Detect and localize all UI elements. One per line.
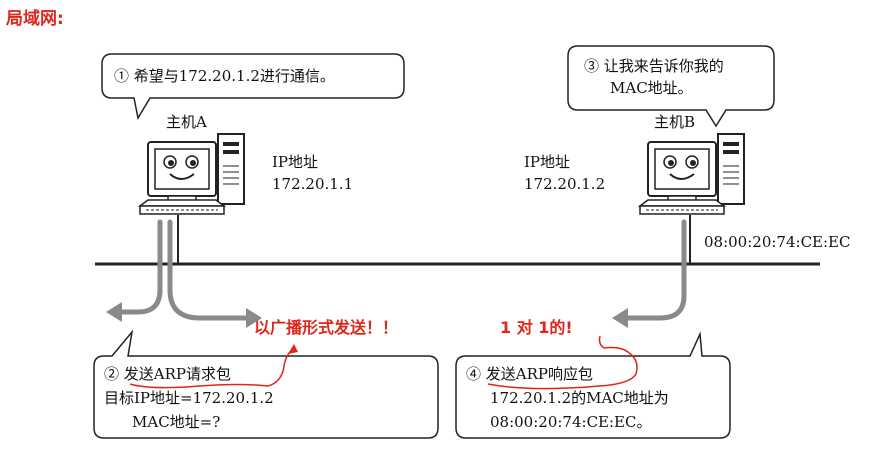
broadcast-arrow-left-head: [106, 302, 122, 322]
computer-a-icon: [137, 133, 245, 215]
broadcast-pointer-head: [288, 344, 298, 354]
bubble-step4-line1: ④ 发送ARP响应包: [466, 365, 593, 383]
host-a-ip-label: IP地址: [272, 153, 319, 171]
unicast-underline: [487, 346, 638, 390]
bubble-step4-line2: 172.20.1.2的MAC地址为: [490, 389, 669, 407]
unicast-arrow: [625, 219, 687, 321]
host-b-ip-label: IP地址: [524, 153, 571, 171]
broadcast-arrows: [115, 219, 251, 321]
bubble-step1-shape: [101, 53, 405, 121]
host-a-ip: 172.20.1.1: [272, 175, 354, 193]
broadcast-annotation: 以广播形式发送！！: [254, 318, 399, 337]
bubble-step2-shape: [93, 329, 439, 439]
bubble-step2-line1: ② 发送ARP请求包: [104, 365, 231, 383]
bubble-step3-line1: ③ 让我来告诉你我的: [584, 57, 724, 75]
bubble-step4-line3: 08:00:20:74:CE:EC。: [490, 413, 652, 431]
page-title: 局域网:: [6, 9, 64, 29]
host-b-ip: 172.20.1.2: [524, 175, 606, 193]
unicast-annotation: 1 对 1的!: [500, 318, 573, 337]
host-b-name: 主机B: [654, 113, 696, 131]
host-a-name: 主机A: [166, 113, 207, 131]
computer-b-icon: [637, 133, 745, 215]
bubble-step1-text: ① 希望与172.20.1.2进行通信。: [114, 67, 335, 85]
broadcast-arrow-right-head: [246, 308, 262, 328]
bubble-step3-line2: MAC地址。: [610, 79, 693, 97]
unicast-arrow-head: [612, 308, 628, 328]
host-b-mac: 08:00:20:74:CE:EC: [704, 233, 851, 251]
broadcast-underline: [129, 347, 295, 389]
bubble-step2-line3: MAC地址=?: [132, 413, 221, 431]
bubble-step2-line2: 目标IP地址=172.20.1.2: [104, 389, 274, 407]
bubble-step3-shape: [567, 45, 775, 128]
unicast-pointer: [598, 335, 605, 349]
